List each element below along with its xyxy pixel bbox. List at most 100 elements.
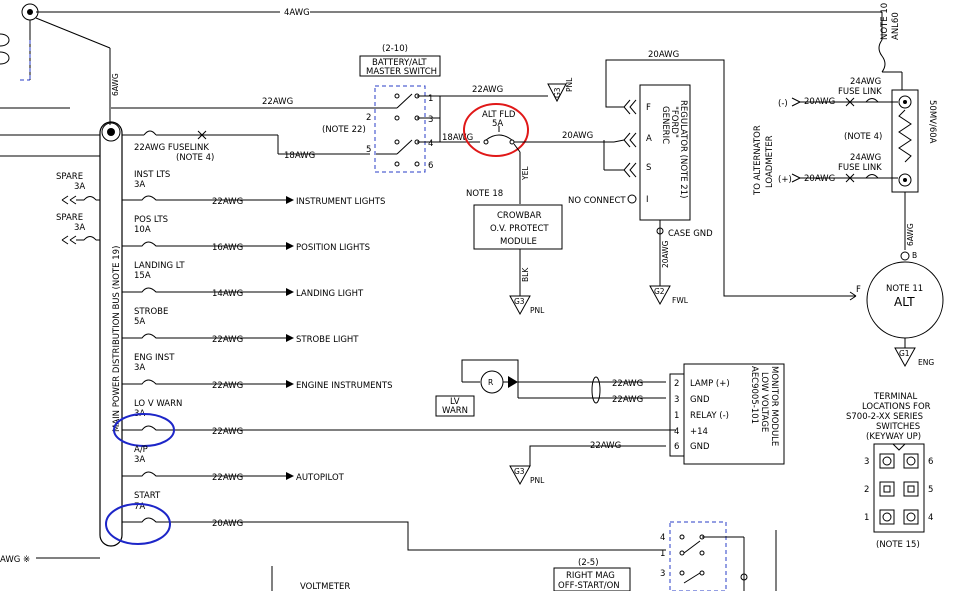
svg-text:MODULE: MODULE (500, 237, 537, 247)
svg-text:MAIN POWER DISTRIBUTION BUS (N: MAIN POWER DISTRIBUTION BUS (NOTE 19) (112, 246, 122, 432)
svg-text:GND: GND (690, 395, 710, 405)
svg-text:MONITOR MODULE: MONITOR MODULE (769, 366, 779, 446)
svg-text:ALT FLD: ALT FLD (482, 110, 516, 120)
svg-text:LO V WARN: LO V WARN (134, 399, 182, 409)
svg-text:2: 2 (864, 485, 869, 495)
svg-text:BLK: BLK (521, 267, 530, 282)
svg-text:G1: G1 (899, 349, 910, 358)
svg-text:F: F (856, 285, 861, 295)
svg-text:FUSE LINK: FUSE LINK (838, 163, 882, 173)
svg-text:INST LTS: INST LTS (134, 170, 170, 180)
svg-text:(NOTE 4): (NOTE 4) (844, 132, 882, 142)
svg-text:4: 4 (928, 513, 933, 523)
svg-text:(NOTE 4): (NOTE 4) (176, 153, 214, 163)
svg-text:NOTE 11: NOTE 11 (886, 284, 923, 294)
svg-text:F: F (646, 103, 651, 113)
svg-text:4: 4 (660, 533, 665, 543)
svg-text:G3: G3 (514, 467, 525, 476)
svg-text:3A: 3A (74, 182, 85, 192)
svg-text:MASTER SWITCH: MASTER SWITCH (366, 67, 437, 77)
svg-text:20AWG: 20AWG (562, 131, 593, 141)
svg-text:22AWG FUSELINK: 22AWG FUSELINK (134, 143, 209, 153)
svg-text:NOTE 10: NOTE 10 (880, 3, 890, 40)
svg-text:(-): (-) (778, 99, 788, 109)
svg-text:S700-2-XX SERIES: S700-2-XX SERIES (846, 412, 923, 422)
switch-ground: 22AWG G3 PNL (440, 77, 574, 103)
svg-text:(NOTE 15): (NOTE 15) (876, 540, 920, 550)
svg-text:A: A (646, 134, 652, 144)
svg-text:(2-5): (2-5) (578, 558, 599, 568)
svg-text:STROBE: STROBE (134, 307, 168, 317)
svg-text:PNL: PNL (530, 306, 545, 315)
svg-text:22AWG: 22AWG (212, 473, 243, 483)
breaker-start: START 7A 20AWG (105, 491, 664, 551)
svg-text:ALT: ALT (894, 295, 915, 309)
breaker-landing-lt: LANDING LT 15A 14AWG LANDING LIGHT (122, 261, 364, 299)
svg-text:NOTE 18: NOTE 18 (466, 189, 503, 199)
svg-text:(2-10): (2-10) (382, 44, 408, 54)
svg-text:1: 1 (864, 513, 869, 523)
svg-text:GND: GND (690, 442, 710, 452)
svg-text:PNL: PNL (565, 77, 574, 92)
svg-text:10A: 10A (134, 225, 151, 235)
svg-text:SWITCHES: SWITCHES (876, 422, 920, 432)
svg-text:4AWG: 4AWG (284, 8, 310, 18)
bus-to-switch-wire: 22AWG (111, 97, 376, 109)
svg-text:LV: LV (450, 397, 460, 407)
svg-text:ENGINE INSTRUMENTS: ENGINE INSTRUMENTS (296, 381, 392, 391)
svg-text:ANL60: ANL60 (891, 12, 901, 40)
svg-text:LOADMETER: LOADMETER (765, 135, 775, 188)
voltage-regulator: GENERIC "FORD" REGULATOR (NOTE 21) F A S… (568, 50, 856, 306)
svg-text:6: 6 (928, 457, 933, 467)
top-wire: 4AWG (36, 6, 883, 40)
svg-text:YEL: YEL (521, 166, 530, 181)
svg-text:SPARE: SPARE (56, 213, 83, 223)
svg-text:20AWG: 20AWG (661, 240, 670, 268)
svg-text:4: 4 (674, 427, 679, 437)
svg-text:LANDING LIGHT: LANDING LIGHT (296, 289, 364, 299)
svg-text:PNL: PNL (530, 476, 545, 485)
right-mag-switch: (2-5) RIGHT MAG OFF-START/ON 4 1 3 (553, 521, 777, 591)
svg-text:A/P: A/P (134, 445, 148, 455)
svg-text:3: 3 (674, 395, 679, 405)
svg-text:22AWG: 22AWG (262, 97, 293, 107)
svg-text:TO ALTERNATOR: TO ALTERNATOR (753, 125, 763, 196)
breaker-autopilot: A/P 3A 22AWG AUTOPILOT (122, 445, 345, 483)
svg-text:S: S (646, 163, 651, 173)
svg-text:G2: G2 (654, 287, 665, 296)
svg-text:ENG INST: ENG INST (134, 353, 175, 363)
main-power-bus: MAIN POWER DISTRIBUTION BUS (NOTE 19) (99, 121, 123, 547)
svg-text:LAMP (+): LAMP (+) (690, 379, 730, 389)
svg-text:3A: 3A (74, 223, 85, 233)
svg-text:(KEYWAY UP): (KEYWAY UP) (866, 432, 921, 442)
svg-text:6AWG: 6AWG (111, 73, 120, 96)
svg-text:NO CONNECT: NO CONNECT (568, 196, 626, 206)
svg-text:"FORD": "FORD" (669, 106, 679, 138)
svg-text:5: 5 (928, 485, 933, 495)
svg-text:POSITION LIGHTS: POSITION LIGHTS (296, 243, 370, 253)
breaker-inst-lts: INST LTS 3A 22AWG INSTRUMENT LIGHTS (122, 170, 385, 207)
svg-text:22AWG: 22AWG (212, 427, 243, 437)
svg-text:AUTOPILOT: AUTOPILOT (296, 473, 345, 483)
svg-text:FWL: FWL (672, 296, 689, 305)
breaker-pos-lts: POS LTS 10A 16AWG POSITION LIGHTS (122, 215, 370, 253)
low-voltage-monitor: AEC9005-101 LOW VOLTAGE MONITOR MODULE 2… (509, 363, 785, 486)
svg-text:20AWG: 20AWG (804, 174, 835, 184)
svg-text:20AWG: 20AWG (648, 50, 679, 60)
left-edge-fragment (0, 3, 100, 157)
svg-text:VOLTMETER: VOLTMETER (300, 582, 350, 591)
svg-text:REGULATOR (NOTE 21): REGULATOR (NOTE 21) (678, 100, 688, 198)
bottom-fragments: AWG ※ VOLTMETER (0, 555, 350, 591)
svg-text:3: 3 (660, 569, 665, 579)
svg-text:3A: 3A (134, 180, 145, 190)
svg-text:22AWG: 22AWG (612, 379, 643, 389)
svg-text:6: 6 (674, 442, 679, 452)
bus-feed-wire: 6AWG (35, 17, 120, 125)
svg-text:5A: 5A (134, 317, 145, 327)
svg-text:2: 2 (366, 113, 371, 123)
svg-text:6AWG: 6AWG (906, 223, 915, 246)
svg-text:18AWG: 18AWG (284, 151, 315, 161)
svg-text:7A: 7A (134, 502, 145, 512)
svg-text:22AWG: 22AWG (212, 197, 243, 207)
master-switch: (2-10) BATTERY/ALT MASTER SWITCH 1 2 3 4… (322, 44, 441, 173)
